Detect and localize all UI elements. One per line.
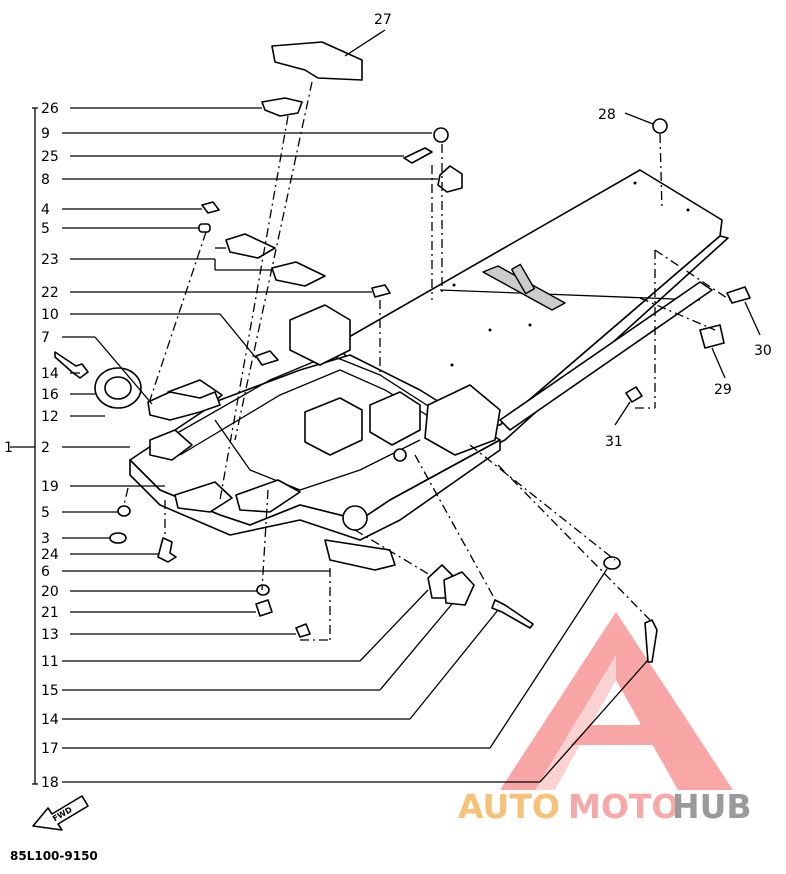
label-20: 20 bbox=[41, 584, 59, 600]
label-29: 29 bbox=[714, 382, 732, 398]
watermark-text-b: MOTO bbox=[568, 787, 679, 826]
part-27 bbox=[271, 41, 363, 81]
part-7 bbox=[147, 391, 221, 421]
watermark-text-a: AUTO bbox=[458, 787, 560, 826]
label-24: 24 bbox=[41, 547, 59, 563]
watermark-logo bbox=[500, 612, 733, 790]
label-16: 16 bbox=[41, 387, 59, 403]
frame-assembly bbox=[129, 169, 729, 571]
label-5b: 5 bbox=[41, 505, 50, 521]
label-19: 19 bbox=[41, 479, 59, 495]
label-30: 30 bbox=[754, 343, 772, 359]
part-3 bbox=[109, 532, 127, 544]
label-10: 10 bbox=[41, 307, 59, 323]
part-23b bbox=[271, 261, 326, 287]
left-leader-tree bbox=[10, 107, 38, 785]
leader-lines bbox=[62, 29, 761, 783]
part-20 bbox=[256, 584, 270, 596]
label-14b: 14 bbox=[41, 712, 59, 728]
part-29 bbox=[699, 324, 725, 349]
loose-parts bbox=[54, 41, 751, 663]
label-1: 1 bbox=[4, 440, 13, 456]
label-28: 28 bbox=[598, 107, 616, 123]
right-labels: 27 28 30 29 31 bbox=[374, 12, 772, 450]
part-28 bbox=[652, 118, 668, 134]
label-6: 6 bbox=[41, 564, 50, 580]
watermark-text-c: HUB bbox=[672, 787, 752, 826]
part-22 bbox=[371, 284, 391, 298]
label-2: 2 bbox=[41, 440, 50, 456]
label-13: 13 bbox=[41, 627, 59, 643]
part-5b bbox=[117, 505, 131, 517]
fwd-arrow: FWD bbox=[32, 795, 89, 831]
part-14a bbox=[54, 351, 89, 379]
label-11: 11 bbox=[41, 654, 59, 670]
part-23a bbox=[225, 233, 276, 259]
label-25: 25 bbox=[41, 149, 59, 165]
part-31 bbox=[625, 386, 643, 403]
label-22: 22 bbox=[41, 285, 59, 301]
part-25 bbox=[403, 147, 433, 164]
label-21: 21 bbox=[41, 605, 59, 621]
label-18: 18 bbox=[41, 775, 59, 791]
part-14b bbox=[491, 599, 534, 629]
part-9 bbox=[433, 127, 449, 143]
label-26: 26 bbox=[41, 101, 59, 117]
label-27: 27 bbox=[374, 12, 392, 28]
label-5a: 5 bbox=[41, 221, 50, 237]
label-7: 7 bbox=[41, 330, 50, 346]
label-15: 15 bbox=[41, 683, 59, 699]
part-30 bbox=[726, 286, 751, 304]
left-labels: 26 9 25 8 4 5 23 22 10 7 14 16 12 1 2 19… bbox=[4, 101, 59, 791]
label-4: 4 bbox=[41, 202, 50, 218]
assembly-lines bbox=[123, 81, 731, 641]
part-17 bbox=[603, 556, 621, 570]
label-3: 3 bbox=[41, 531, 50, 547]
label-17: 17 bbox=[41, 741, 59, 757]
label-9: 9 bbox=[41, 126, 50, 142]
part-26 bbox=[261, 97, 303, 117]
part-4 bbox=[201, 201, 220, 214]
label-23: 23 bbox=[41, 252, 59, 268]
part-5a bbox=[198, 223, 211, 233]
part-18 bbox=[644, 619, 658, 663]
watermark-text: AUTO MOTO HUB bbox=[458, 787, 752, 826]
part-8 bbox=[437, 165, 463, 193]
part-code: 85L100-9150 bbox=[10, 849, 98, 863]
part-15 bbox=[443, 571, 475, 606]
part-21 bbox=[255, 599, 273, 617]
part-24 bbox=[157, 537, 177, 563]
label-8: 8 bbox=[41, 172, 50, 188]
label-14a: 14 bbox=[41, 366, 59, 382]
part-10 bbox=[255, 350, 279, 366]
label-12: 12 bbox=[41, 409, 59, 425]
label-31: 31 bbox=[605, 434, 623, 450]
part-13 bbox=[295, 623, 311, 638]
